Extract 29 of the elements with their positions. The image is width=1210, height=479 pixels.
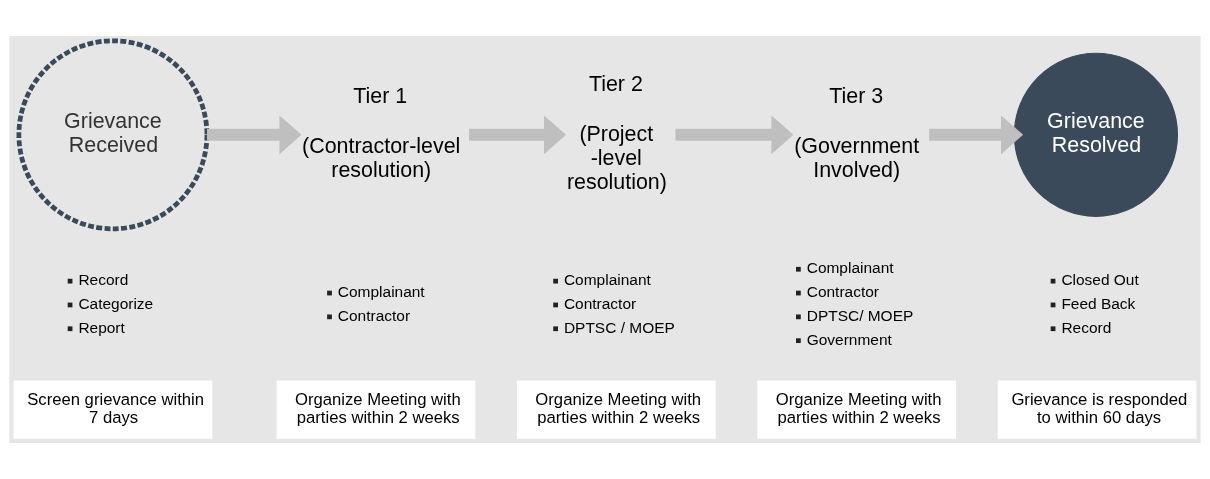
node-box: Organize Meeting with parties within 2 weeks [757, 380, 957, 439]
node-label: Report [78, 318, 125, 336]
arrow [675, 115, 794, 155]
node-label: Complainant [337, 283, 425, 301]
node-box: Organize Meeting with parties within 2 weeks [276, 380, 476, 439]
node-circle: Grievance Received [16, 38, 210, 232]
node-label: Contractor [563, 295, 637, 312]
node-label: Categorize [78, 295, 154, 312]
node-label: Government [806, 330, 892, 348]
node-label: Complainant [806, 259, 894, 277]
node-box: Grievance is responded to within 60 days [997, 380, 1197, 439]
arrow [207, 115, 302, 155]
node-text: Tier 3 (Government Involved) [794, 84, 920, 182]
node-box: Screen grievance within 7 days [13, 380, 213, 439]
node-label: Record [1061, 318, 1112, 336]
arrow [929, 115, 1024, 155]
node-label: Complainant [563, 271, 651, 289]
node-label: Contractor [337, 306, 411, 324]
node-label: DPTSC/ MOEP [806, 306, 914, 324]
node-text: Tier 1 (Contractor-level resolution) [302, 84, 461, 182]
node-box: Organize Meeting with parties within 2 weeks [516, 380, 716, 439]
node-label: DPTSC / MOEP [563, 318, 675, 336]
node-circle: Grievance Resolved [1013, 52, 1178, 217]
node-label: Closed Out [1061, 271, 1139, 289]
node-label: Feed Back [1061, 295, 1136, 312]
node-label: Contractor [806, 283, 879, 301]
node-label: Record [78, 271, 129, 289]
node-text: Tier 2 (Project -level resolution) [566, 72, 667, 194]
arrow [469, 115, 567, 155]
